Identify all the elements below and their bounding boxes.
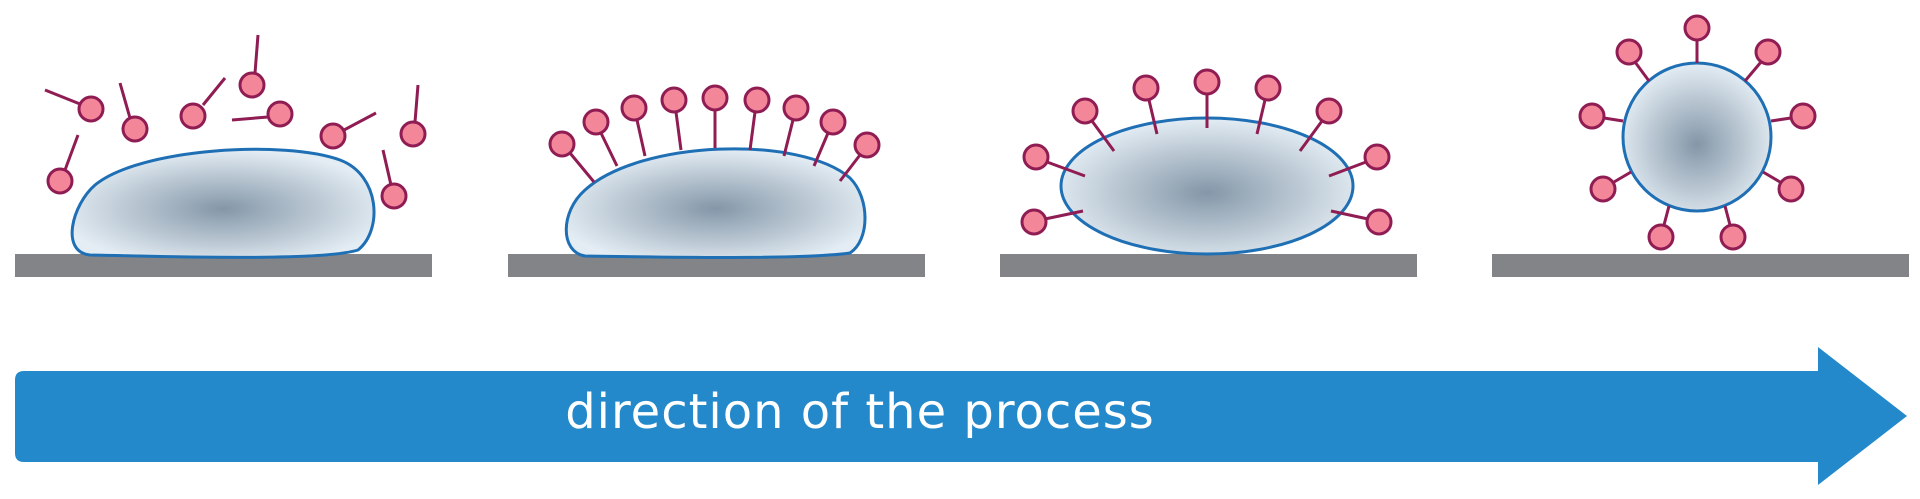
substrate-1 <box>15 254 432 277</box>
process-arrow <box>15 347 1907 485</box>
surfactant-head <box>238 71 266 99</box>
surfactant-head <box>1315 97 1343 125</box>
surfactant-head <box>1589 175 1617 203</box>
surfactant-head <box>1719 223 1747 251</box>
surfactant-head <box>1683 14 1711 42</box>
substrate-3 <box>1000 254 1417 277</box>
surfactant-head <box>1365 208 1393 236</box>
surfactant-head <box>743 86 771 114</box>
substrate-4 <box>1492 254 1909 277</box>
surfactant-head <box>77 95 105 123</box>
substrate-2 <box>508 254 925 277</box>
surfactant-head <box>1754 38 1782 66</box>
surfactant-head <box>1363 143 1391 171</box>
surfactant-head <box>1777 175 1805 203</box>
adsorbed-surfactants <box>1578 14 1817 251</box>
surfactant-head <box>1578 102 1606 130</box>
surfactant-head <box>1647 223 1675 251</box>
surfactant-head <box>1254 74 1282 102</box>
surfactant-head <box>179 102 207 130</box>
surfactant-head <box>1193 68 1221 96</box>
stage-2 <box>508 84 925 277</box>
surfactant-head <box>1789 102 1817 130</box>
surfactant-head <box>782 94 810 122</box>
droplet-2 <box>564 147 867 259</box>
stage-1 <box>15 34 432 277</box>
surfactant-head <box>46 167 74 195</box>
surfactant-head <box>399 120 427 148</box>
surfactant-head <box>660 86 688 114</box>
stage-4 <box>1492 14 1909 277</box>
surfactant-head <box>620 94 648 122</box>
surfactant-head <box>380 182 408 210</box>
surfactant-head <box>266 100 294 128</box>
surfactant-head <box>121 115 149 143</box>
adsorbed-surfactants <box>1020 68 1393 236</box>
surfactant-head <box>819 108 847 136</box>
surfactant-head <box>701 84 729 112</box>
surfactant-head <box>548 130 576 158</box>
surfactant-head <box>853 131 881 159</box>
adsorbed-surfactants <box>548 84 881 183</box>
surfactant-head <box>1615 38 1643 66</box>
stage-3 <box>1000 68 1417 277</box>
free-surfactants <box>44 34 427 210</box>
surfactant-head <box>319 122 347 150</box>
droplet-4 <box>1621 61 1773 213</box>
surfactant-head <box>1020 208 1048 236</box>
surfactant-head <box>582 108 610 136</box>
droplet-1 <box>70 147 376 259</box>
surfactant-head <box>1022 143 1050 171</box>
surfactant-head <box>1132 74 1160 102</box>
surfactant-head <box>1071 97 1099 125</box>
